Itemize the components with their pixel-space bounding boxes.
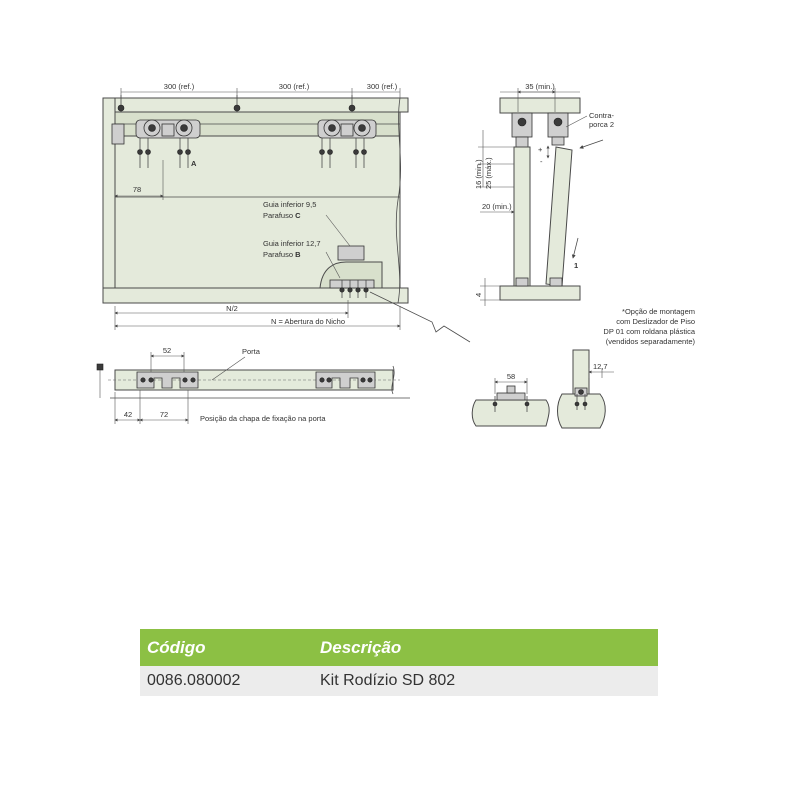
porta-label: Porta — [242, 347, 261, 356]
side-roller-right-icon — [547, 112, 569, 146]
dim-12-7: 12,7 — [593, 362, 608, 371]
dim-16-min: 16 (min.) — [474, 159, 483, 189]
dim-58: 58 — [507, 372, 515, 381]
dim-half-n: N/2 — [226, 304, 238, 313]
header-codigo: Código — [140, 629, 313, 666]
bottom-guide-icon — [319, 245, 383, 298]
screw-a-label: A — [191, 159, 197, 168]
top-dimensions — [120, 88, 401, 98]
plate-position-caption: Posição da chapa de fixação na porta — [200, 414, 326, 423]
guia-inferior-95: Guia inferior 9,5 — [263, 200, 316, 209]
cell-code: 0086.080002 — [140, 666, 313, 696]
plus-sign: + — [538, 145, 543, 154]
table-header-row: Código Descrição — [140, 629, 658, 666]
technical-drawing: 300 (ref.) 300 (ref.) 300 (ref.) A 78 Gu… — [96, 82, 696, 429]
parafuso-c-label: Parafuso C — [263, 211, 301, 220]
dim-35-min: 35 (min.) — [525, 82, 555, 91]
side-door-upright — [513, 146, 531, 287]
dim-20-min: 20 (min.) — [482, 202, 512, 211]
cell-description: Kit Rodízio SD 802 — [313, 666, 658, 696]
side-door-tilted — [545, 146, 573, 287]
break-line — [395, 97, 401, 304]
header-descricao: Descrição — [313, 629, 658, 666]
mounting-plate-left-icon — [136, 371, 199, 389]
note-line-1: *Opção de montagem — [622, 307, 695, 316]
contra-porca-label-2: porca 2 — [589, 120, 614, 129]
dim-78: 78 — [133, 185, 141, 194]
force-arrow-icon — [579, 139, 604, 149]
guia-inferior-127: Guia inferior 12,7 — [263, 239, 321, 248]
dim-300-ref-2: 300 (ref.) — [279, 82, 310, 91]
step-1-label: 1 — [574, 261, 578, 270]
guide-detail-view: 58 — [471, 372, 550, 427]
side-roller-left-icon — [511, 112, 533, 148]
top-ceiling — [102, 97, 409, 113]
note-line-4: (vendidos separadamente) — [606, 337, 696, 346]
parafuso-b-label: Parafuso B — [263, 250, 301, 259]
side-floor — [499, 285, 581, 301]
plate-position-view: 52 Porta 42 72 Posição da chapa de fixaç… — [96, 346, 410, 424]
side-ceiling — [499, 97, 581, 114]
contra-porca-label-1: Contra- — [589, 111, 615, 120]
dim-72: 72 — [160, 410, 168, 419]
minus-sign: - — [540, 157, 543, 166]
dim-niche-opening: N = Abertura do Nicho — [271, 317, 345, 326]
dim-52: 52 — [163, 346, 171, 355]
floor — [102, 287, 409, 304]
mounting-plate-right-icon — [315, 371, 376, 389]
front-view: 300 (ref.) 300 (ref.) 300 (ref.) A 78 Gu… — [102, 82, 471, 343]
dim-42: 42 — [124, 410, 132, 419]
roller-carriage-right-icon — [317, 119, 377, 168]
dim-4: 4 — [474, 293, 483, 297]
floor-slider-detail-view: 12,7 — [557, 349, 614, 429]
tilt-arrow-icon — [571, 237, 579, 259]
roller-carriage-left-icon — [111, 119, 201, 168]
dim-25-max: 25 (máx.) — [484, 157, 493, 189]
table-row: 0086.080002 Kit Rodízio SD 802 — [140, 666, 658, 696]
dim-300-ref-1: 300 (ref.) — [164, 82, 195, 91]
dim-300-ref-3: 300 (ref.) — [367, 82, 398, 91]
side-view: 35 (min.) Contra- porca 2 + - 16 (min.) … — [474, 82, 615, 306]
product-table: Código Descrição 0086.080002 Kit Rodízio… — [140, 629, 658, 696]
note-line-2: com Deslizador de Piso — [616, 317, 695, 326]
note-line-3: DP 01 com roldana plástica — [603, 327, 695, 336]
